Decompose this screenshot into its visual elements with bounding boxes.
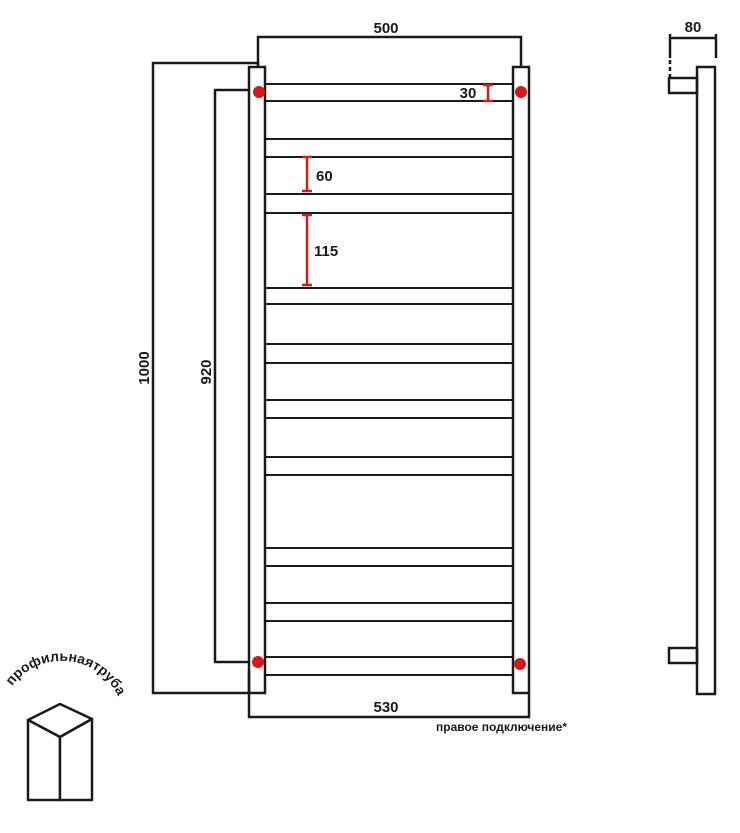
spacing-markers (302, 83, 493, 287)
label-rail-gap: 30 (460, 85, 477, 102)
connection-dot-top-right (515, 86, 527, 98)
label-top-width: 500 (373, 20, 398, 37)
connection-dot-top-left (253, 86, 265, 98)
label-connection-height: 920 (198, 359, 215, 384)
label-section-gap: 115 (314, 243, 338, 260)
side-bracket-top (667, 76, 699, 95)
side-view (667, 34, 718, 696)
connection-note: правое подключение* (436, 720, 567, 734)
label-total-height: 1000 (136, 351, 153, 384)
left-post (247, 65, 267, 695)
label-bottom-width: 530 (373, 699, 398, 716)
height-920-dimension-line (213, 88, 249, 664)
label-depth: 80 (685, 19, 702, 36)
right-post (511, 65, 531, 695)
top-dimension-line (256, 35, 523, 67)
rungs (265, 83, 513, 676)
profile-tube-label: профильнаятруба (2, 648, 130, 698)
side-post (695, 65, 717, 696)
connection-points (252, 86, 527, 670)
front-view (151, 35, 531, 719)
connection-dot-bottom-left (252, 656, 264, 668)
connection-dot-bottom-right (514, 658, 526, 670)
profile-tube-icon (26, 702, 94, 802)
side-bracket-bottom (667, 646, 699, 665)
label-bar-spacing: 60 (316, 168, 333, 185)
height-1000-dimension-line (151, 61, 260, 695)
